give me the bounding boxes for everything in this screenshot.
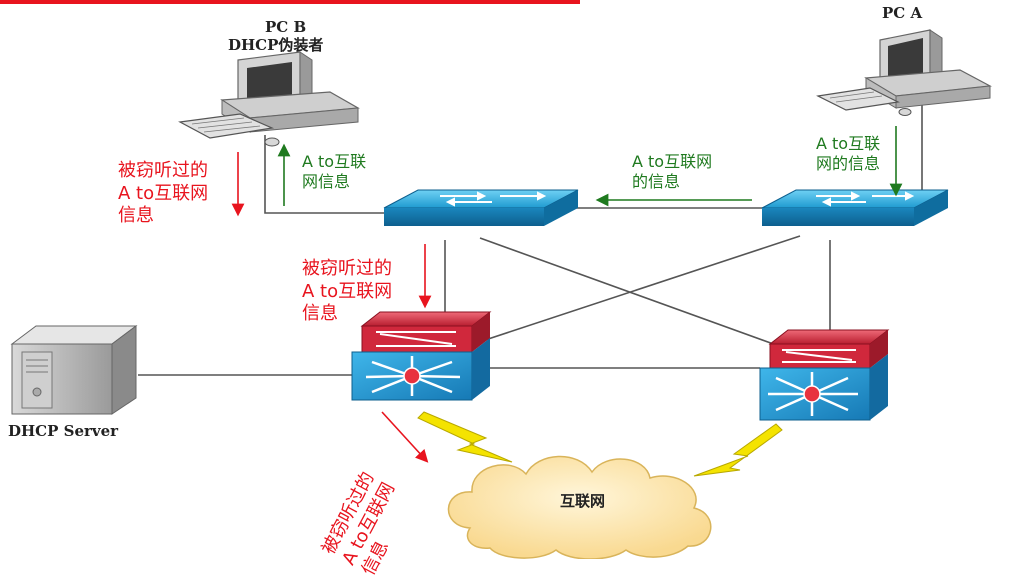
lightning-icon [417,411,513,463]
pcb-info-annotation: A to互联 网信息 [302,152,367,191]
pc-a-computer-icon [816,29,993,116]
dhcp-server-icon [10,325,138,415]
pc-b-label: PC B [265,18,307,36]
network-diagram [0,0,993,559]
core-switch-icon [759,329,890,421]
pc-b-computer-icon [178,51,360,147]
eavesdrop-annotation-left: 被窃听过的 A to互联网 信息 [118,160,209,226]
top-accent-bar [0,0,580,4]
lightning-icon [693,423,783,477]
switch-info-annotation: A to互联网 的信息 [632,152,713,191]
pca-info-annotation: A to互联 网的信息 [816,134,881,173]
internet-cloud-icon [447,455,712,559]
access-switch-icon [383,189,579,226]
eavesdrop-annotation-mid: 被窃听过的 A to互联网 信息 [302,258,393,324]
dhcp-server-label: DHCP Server [8,422,119,440]
network-links [138,105,923,376]
internet-label: 互联网 [560,492,606,510]
core-switch-icon [351,311,492,401]
access-switch-icon [761,189,949,226]
pc-a-label: PC A [882,4,923,22]
pc-b-role-label: DHCP伪装者 [228,36,324,54]
arrow-eavesdrop-bottom [381,411,429,463]
